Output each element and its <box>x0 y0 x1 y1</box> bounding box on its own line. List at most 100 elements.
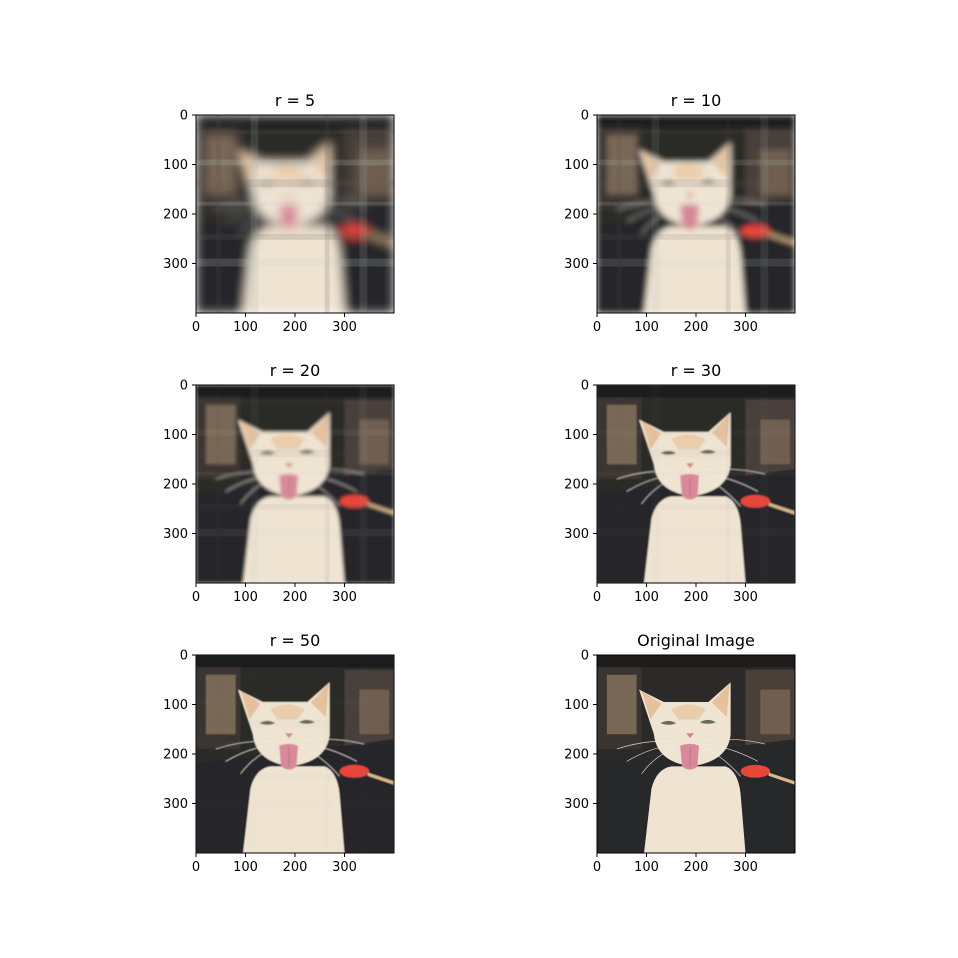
scene-cabinet <box>760 419 791 465</box>
x-tick-label: 300 <box>332 860 357 875</box>
scene-cat-ear-right <box>310 683 329 717</box>
subplot-title: Original Image <box>637 631 755 650</box>
scene-cat-eye-left <box>660 450 677 455</box>
artifact-band-h <box>597 159 795 166</box>
x-tick-label: 100 <box>233 590 258 605</box>
artifact-band-v <box>359 115 368 313</box>
x-tick-label: 100 <box>233 320 258 335</box>
scene-cat-body <box>644 226 746 313</box>
artifact-band-h <box>196 179 394 188</box>
artifact-band-h <box>196 429 394 436</box>
y-tick-label: 300 <box>163 527 188 542</box>
artifact-band-v <box>215 115 221 313</box>
scene-door <box>205 674 236 735</box>
scene-cat-nose <box>686 193 695 199</box>
scene-cat-whisker <box>703 476 741 507</box>
scene-cat-body <box>243 496 345 583</box>
scene-cat-ear-left <box>240 690 261 720</box>
y-tick-label: 100 <box>564 698 589 713</box>
subplot-title: r = 30 <box>671 361 722 380</box>
scene-door <box>606 134 637 195</box>
x-tick-label: 300 <box>733 320 758 335</box>
scene-cat-whisker <box>641 207 677 235</box>
scene-ceiling <box>196 655 394 668</box>
artifact-band-v <box>325 655 330 853</box>
scene-cat-whisker <box>215 200 276 210</box>
scene-cat-forehead <box>270 164 305 180</box>
scene-ceiling <box>196 385 394 398</box>
scene-paddle <box>740 494 771 508</box>
scene-door <box>205 404 236 465</box>
scene-cat-ear-left <box>641 690 662 720</box>
artifact-band-v <box>359 655 367 853</box>
scene-cat-tongue <box>680 203 699 230</box>
x-tick-label: 200 <box>684 590 709 605</box>
artifact-band-h <box>196 399 394 404</box>
subplot-title: r = 50 <box>270 631 321 650</box>
y-tick-label: 100 <box>163 428 188 443</box>
y-tick-label: 0 <box>581 379 589 394</box>
subplot-image <box>597 385 795 583</box>
scene-cat-whisker <box>225 204 276 222</box>
scene-cat-eye-right <box>699 179 716 184</box>
scene-paddle <box>339 764 370 778</box>
scene-door <box>606 674 637 735</box>
scene-paddle-handle <box>367 772 394 785</box>
scene-cat-eye-left <box>259 720 276 725</box>
y-tick-label: 100 <box>564 428 589 443</box>
scene-cat-whisker <box>641 477 677 505</box>
scene-cat-forehead <box>671 704 706 720</box>
artifact-band-v <box>216 655 221 853</box>
scene-cat-head <box>639 682 731 767</box>
scene-cat-ear-left <box>641 150 662 180</box>
scene-door <box>606 404 637 465</box>
artifact-band-h <box>196 233 394 240</box>
y-tick-label: 100 <box>564 158 589 173</box>
scene-ceiling <box>196 115 394 128</box>
x-tick-label: 200 <box>684 860 709 875</box>
artifact-band-v <box>617 385 622 583</box>
scene-cat-head <box>238 682 330 767</box>
scene-cat-whisker <box>302 198 365 205</box>
scene-cat-whisker <box>703 743 759 762</box>
artifact-band-h <box>196 528 394 537</box>
scene-cat-eye-right <box>298 719 315 724</box>
artifact-band-v <box>359 385 368 583</box>
subplot-image <box>597 115 795 313</box>
scene-cat-whisker <box>703 198 766 205</box>
scene-cat-whisker <box>626 474 677 492</box>
y-tick-label: 300 <box>163 797 188 812</box>
y-tick-label: 100 <box>163 158 188 173</box>
scene-cat-whisker <box>616 200 677 210</box>
y-tick-label: 300 <box>564 797 589 812</box>
scene-cat-forehead <box>270 704 305 720</box>
scene-cat-ear-left <box>240 150 261 180</box>
x-tick-label: 100 <box>233 860 258 875</box>
scene-paddle-handle <box>768 772 795 785</box>
scene-paddle <box>740 764 771 778</box>
x-tick-label: 200 <box>283 590 308 605</box>
artifact-band-v <box>250 655 258 853</box>
scene-cat-ear-left <box>641 420 662 450</box>
x-tick-label: 100 <box>634 590 659 605</box>
x-tick-label: 200 <box>684 320 709 335</box>
scene-cat-nose <box>285 193 294 199</box>
artifact-band-v <box>760 385 768 583</box>
subplot-title: r = 5 <box>275 91 315 110</box>
scene-cat-whisker <box>616 740 677 750</box>
artifact-band-v <box>250 385 259 583</box>
x-tick-label: 100 <box>634 320 659 335</box>
scene-cat-whisker <box>240 207 276 235</box>
y-tick-label: 0 <box>180 379 188 394</box>
y-tick-label: 0 <box>581 649 589 664</box>
scene-cat-whisker <box>703 746 741 777</box>
y-tick-label: 0 <box>180 109 188 124</box>
artifact-band-v <box>616 115 622 313</box>
scene-cat-whisker <box>641 747 677 775</box>
scene-cat-whisker <box>302 206 340 237</box>
scene-cat-ear-right <box>711 683 730 717</box>
x-tick-label: 0 <box>192 590 200 605</box>
